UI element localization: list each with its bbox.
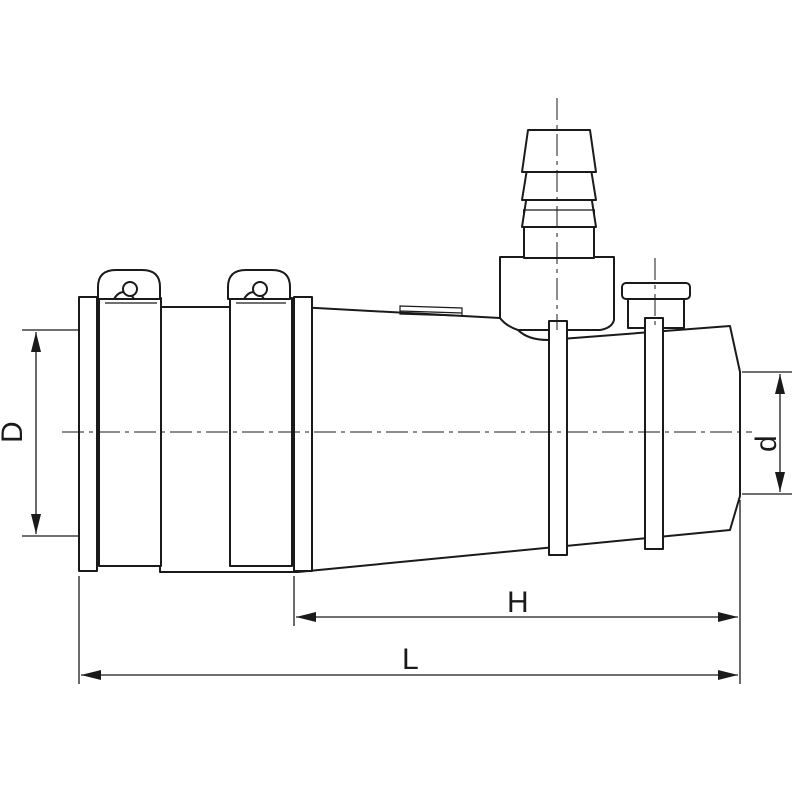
- body-ring: [293, 296, 313, 572]
- outlet-ring-1: [548, 320, 568, 556]
- dimension-d: [742, 371, 792, 495]
- dimension-label-d: d: [750, 435, 783, 452]
- dimension-label-D: D: [0, 421, 29, 443]
- nameplate: [399, 305, 463, 317]
- dimension-label-H: H: [507, 586, 529, 619]
- dimension-H: [296, 612, 738, 622]
- fusion-indicator: [621, 282, 691, 329]
- dimension-D: [22, 329, 78, 537]
- clamp-band-2: [227, 269, 293, 567]
- outlet-ring-2: [644, 317, 664, 550]
- end-collar: [78, 296, 98, 572]
- dimension-L: [81, 670, 738, 680]
- dimension-label-L: L: [402, 643, 419, 676]
- spigot-outlet: [499, 129, 615, 331]
- clamp-band-1: [97, 269, 162, 567]
